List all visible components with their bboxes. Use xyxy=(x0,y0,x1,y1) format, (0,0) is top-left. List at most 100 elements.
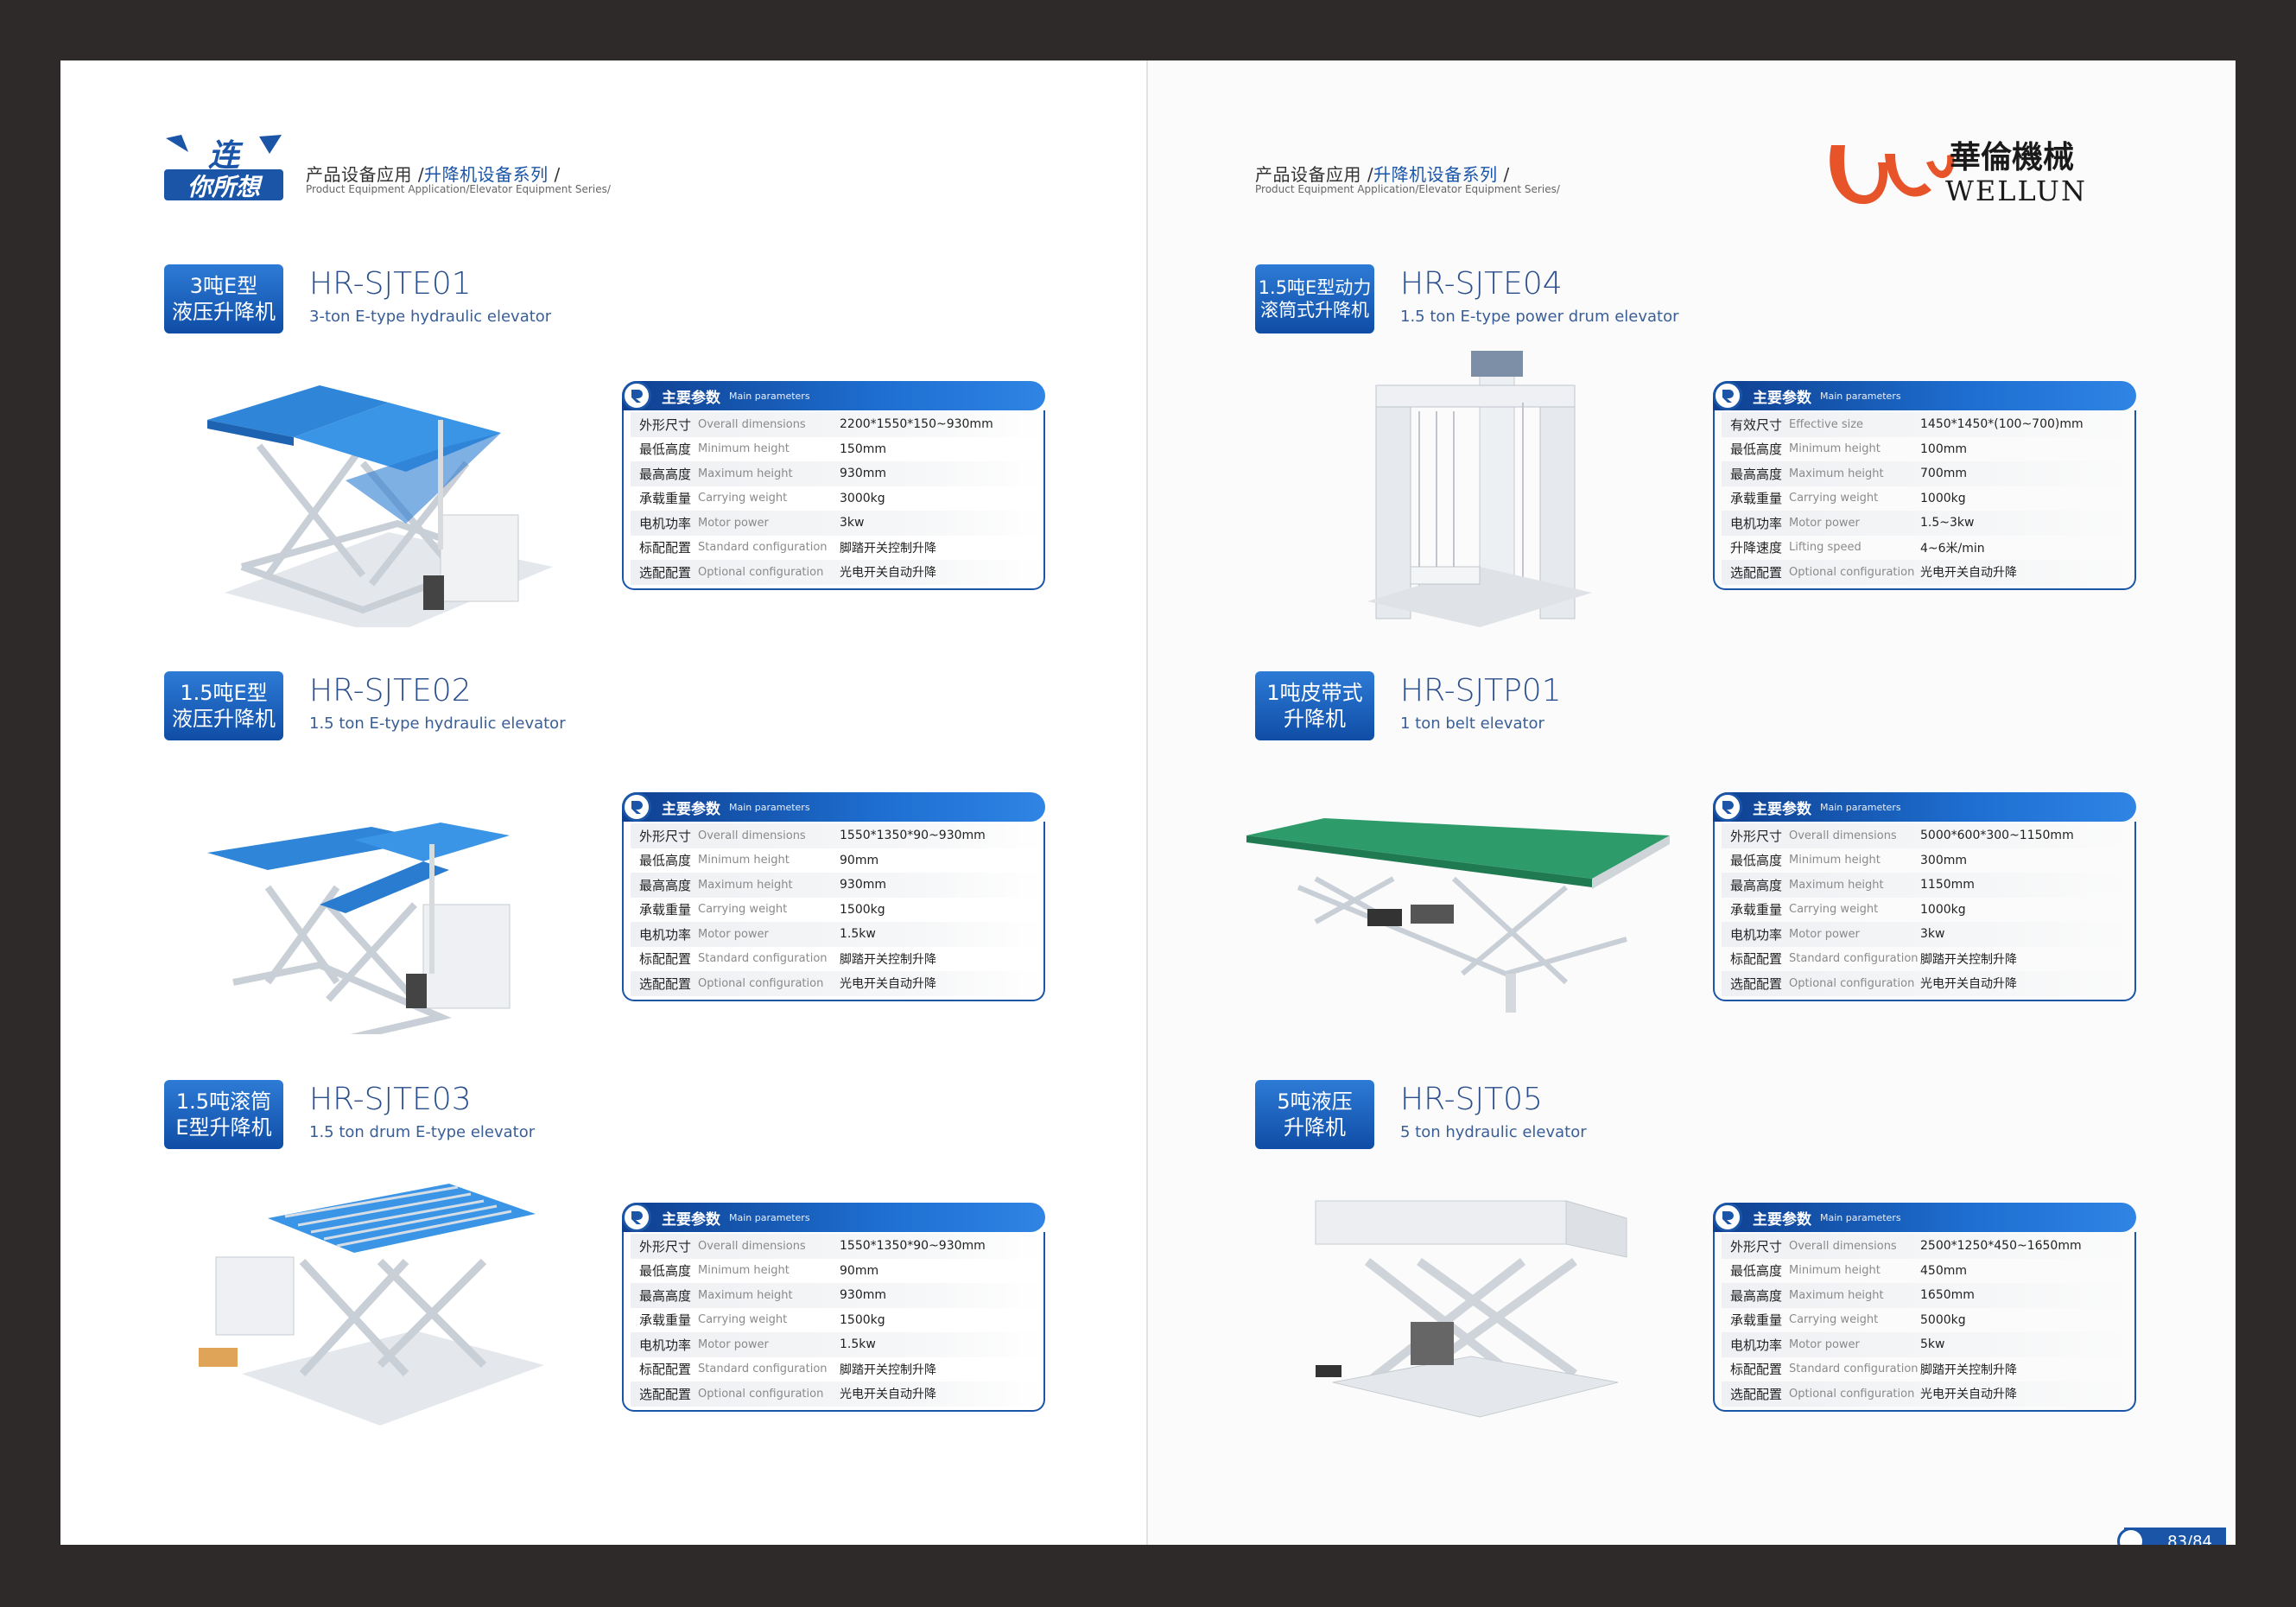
brand-r-icon xyxy=(622,1203,651,1232)
param-name-en: Standard configuration xyxy=(1789,952,1919,966)
param-name-cn: 承载重量 xyxy=(639,902,692,918)
param-name-en: Maximum height xyxy=(1789,1288,1884,1302)
product-model: HR-SJTE04 xyxy=(1400,266,1563,302)
product-model: HR-SJTE02 xyxy=(309,673,472,708)
param-name-cn: 最低高度 xyxy=(1730,853,1783,869)
breadcrumb-segment: 升降机设备系列 xyxy=(1373,164,1498,185)
breadcrumb-segment: / xyxy=(548,164,561,185)
label-text: Main parameters xyxy=(1820,390,1901,402)
logo-right-cn: 華倫機械 xyxy=(1950,139,2074,175)
param-value: 100mm xyxy=(1920,441,1967,456)
param-value: 光电开关自动升降 xyxy=(1920,977,2017,992)
label-text: E型升降机 xyxy=(175,1115,272,1140)
param-name-cn: 最低高度 xyxy=(639,441,692,458)
param-value: 1000kg xyxy=(1920,902,1966,917)
product-badge: 3吨E型液压升降机 xyxy=(164,264,283,333)
param-name-cn: 最高高度 xyxy=(1730,877,1783,893)
label-text: Main parameters xyxy=(729,1211,810,1223)
param-value: 光电开关自动升降 xyxy=(1920,566,2017,581)
param-name-en: Motor power xyxy=(1789,927,1860,941)
label-text: 主要参数 xyxy=(662,389,720,407)
param-value: 150mm xyxy=(840,441,886,456)
param-name-cn: 电机功率 xyxy=(1730,515,1783,531)
param-name-cn: 有效尺寸 xyxy=(1730,416,1783,433)
param-name-en: Minimum height xyxy=(1789,1264,1881,1278)
param-name-cn: 最低高度 xyxy=(1730,1263,1783,1280)
param-value: 1.5kw xyxy=(840,1337,876,1352)
param-value: 4~6米/min xyxy=(1920,541,1985,556)
product-model: HR-SJTE03 xyxy=(309,1082,472,1117)
breadcrumb-segment: / xyxy=(1497,164,1510,185)
product-block: 1吨皮带式升降机 HR-SJTP01 1 ton belt elevator xyxy=(1246,671,2236,1060)
brand-r-icon xyxy=(1713,381,1742,410)
param-name-en: Standard configuration xyxy=(698,1362,828,1376)
product-subtitle: 1 ton belt elevator xyxy=(1400,715,1544,733)
param-name-cn: 外形尺寸 xyxy=(1730,1238,1783,1254)
param-value: 1000kg xyxy=(1920,491,1966,505)
label-text: 液压升降机 xyxy=(172,707,276,731)
product-block: 1.5吨E型动力滚筒式升降机 HR-SJTE04 1.5 ton E-type … xyxy=(1255,264,2236,653)
param-name-cn: 最低高度 xyxy=(1730,441,1783,458)
param-name-cn: 选配配置 xyxy=(639,975,692,992)
param-value: 脚踏开关控制升降 xyxy=(1920,1362,2017,1377)
param-value: 1550*1350*90~930mm xyxy=(840,1239,986,1254)
product-block: 1.5吨E型液压升降机 HR-SJTE02 1.5 ton E-type hyd… xyxy=(164,671,1148,1060)
logo-left-line1: 连 xyxy=(208,138,244,174)
param-name-en: Standard configuration xyxy=(1789,1362,1919,1376)
params-header: 主要参数 Main parameters xyxy=(1713,381,2136,410)
param-name-en: Standard configuration xyxy=(698,541,828,555)
param-name-cn: 电机功率 xyxy=(639,515,692,531)
param-value: 5000*600*300~1150mm xyxy=(1920,829,2074,843)
param-name-cn: 选配配置 xyxy=(1730,1386,1783,1402)
label-text: 1.5吨E型动力 xyxy=(1258,277,1372,298)
product-subtitle: 3-ton E-type hydraulic elevator xyxy=(309,308,552,326)
product-image-elevator xyxy=(190,351,553,636)
product-subtitle: 1.5 ton E-type power drum elevator xyxy=(1400,308,1679,326)
page-number: 83/84 xyxy=(2117,1528,2226,1545)
param-value: 3kw xyxy=(1920,927,1945,942)
brand-r-icon xyxy=(1713,792,1742,822)
param-name-en: Optional configuration xyxy=(698,1387,824,1401)
param-name-cn: 电机功率 xyxy=(1730,926,1783,943)
param-name-en: Overall dimensions xyxy=(698,1239,806,1253)
product-image-elevator xyxy=(190,758,553,1046)
param-name-en: Effective size xyxy=(1789,417,1864,431)
param-value: 700mm xyxy=(1920,467,1967,481)
param-value: 光电开关自动升降 xyxy=(840,1388,936,1402)
param-value: 光电开关自动升降 xyxy=(1920,1388,2017,1402)
label-text: 1.5吨E型 xyxy=(180,681,268,705)
param-name-en: Motor power xyxy=(1789,1337,1860,1351)
param-value: 930mm xyxy=(840,878,886,892)
brand-logo-left: 连 你所想 xyxy=(162,131,285,202)
param-name-en: Maximum height xyxy=(1789,878,1884,892)
label-text: Main parameters xyxy=(1820,1211,1901,1223)
param-name-en: Standard configuration xyxy=(698,952,828,966)
label-text: 主要参数 xyxy=(1753,389,1811,407)
param-value: 光电开关自动升降 xyxy=(840,977,936,992)
product-badge: 1.5吨E型动力滚筒式升降机 xyxy=(1255,264,1374,333)
param-name-cn: 标配配置 xyxy=(1730,1362,1783,1378)
